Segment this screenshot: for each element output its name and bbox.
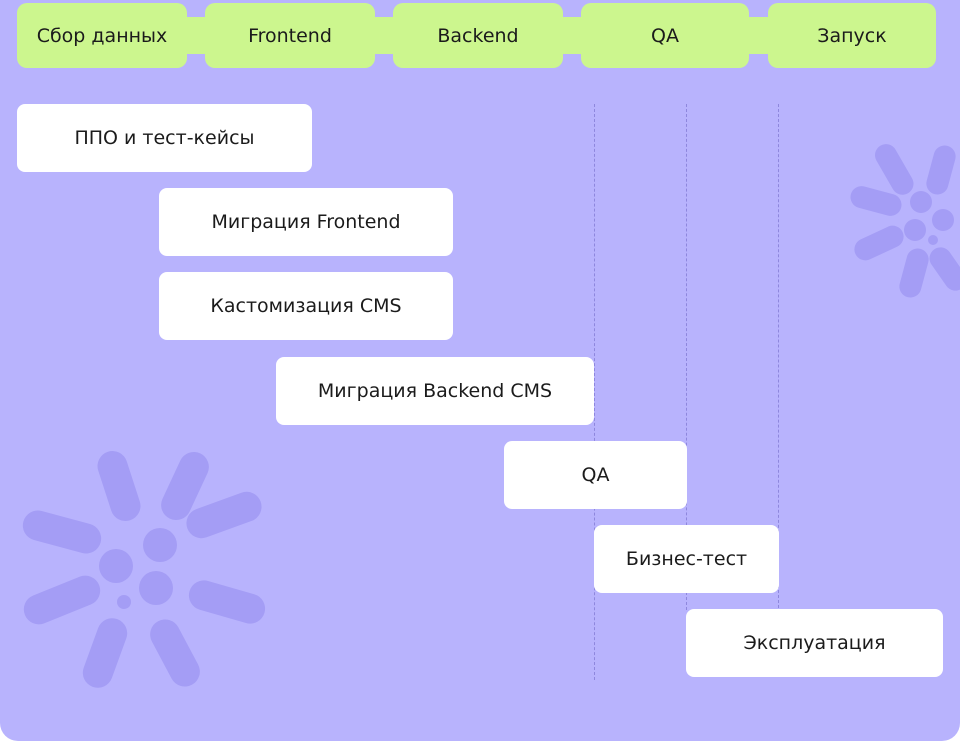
task-backend-cms-migration: Миграция Backend CMS — [276, 357, 594, 425]
phase-data-collection: Сбор данных — [17, 3, 187, 68]
guide-line — [686, 104, 687, 610]
task-operation: Эксплуатация — [686, 609, 943, 677]
phase-frontend: Frontend — [205, 3, 375, 68]
guide-line — [778, 104, 779, 608]
task-cms-customization: Кастомизация CMS — [159, 272, 453, 340]
phase-launch: Запуск — [768, 3, 936, 68]
flower-icon — [850, 144, 960, 298]
task-ppo-test-cases: ППО и тест-кейсы — [17, 104, 312, 172]
guide-line — [594, 104, 595, 680]
phase-qa: QA — [581, 3, 749, 68]
phase-backend: Backend — [393, 3, 563, 68]
task-qa: QA — [504, 441, 687, 509]
task-frontend-migration: Миграция Frontend — [159, 188, 453, 256]
task-business-test: Бизнес-тест — [594, 525, 779, 593]
flower-icon — [22, 451, 266, 688]
